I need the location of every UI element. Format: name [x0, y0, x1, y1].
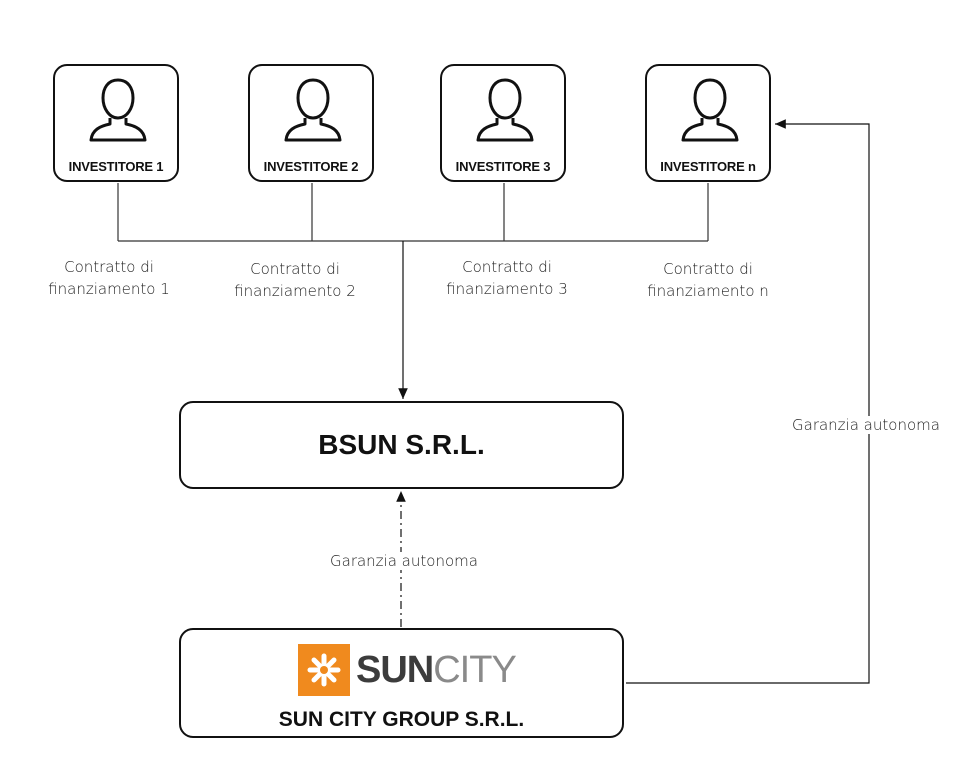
bsun-box: BSUN S.R.L.: [179, 401, 624, 489]
contract-line1: Contratto di: [663, 260, 753, 278]
person-icon: [89, 78, 147, 142]
contract-line1: Contratto di: [462, 258, 552, 276]
contract-line2: finanziamento 3: [446, 280, 568, 298]
contract-line1: Contratto di: [64, 258, 154, 276]
investor-box-n: INVESTITORE n: [645, 64, 771, 182]
bsun-name: BSUN S.R.L.: [318, 429, 485, 460]
investor-box-1: INVESTITORE 1: [53, 64, 179, 182]
logo-word-sun: SUN: [356, 648, 434, 691]
contract-label-2: Contratto di finanziamento 2: [220, 258, 370, 302]
suncity-box: SUNCITY SUN CITY GROUP S.R.L.: [179, 628, 624, 738]
investor-label: INVESTITORE n: [660, 159, 756, 174]
investor-label: INVESTITORE 3: [455, 159, 551, 174]
guarantee-label-bsun: Garanzia autonoma: [330, 552, 478, 570]
suncity-name: SUN CITY GROUP S.R.L.: [278, 708, 525, 731]
contract-line2: finanziamento 2: [234, 282, 356, 300]
suncity-logo-word: SUNCITY: [356, 648, 517, 692]
person-icon: [284, 78, 342, 142]
arrow-guarantee-investor-n: [626, 119, 870, 684]
investor-box-3: INVESTITORE 3: [440, 64, 566, 182]
investor-label: INVESTITORE 1: [68, 159, 164, 174]
contract-line2: finanziamento 1: [48, 280, 170, 298]
contract-line2: finanziamento n: [647, 282, 769, 300]
person-icon: [476, 78, 534, 142]
contract-line1: Contratto di: [250, 260, 340, 278]
sun-burst-icon: [298, 644, 350, 696]
investor-box-2: INVESTITORE 2: [248, 64, 374, 182]
investor-label: INVESTITORE 2: [263, 159, 359, 174]
person-icon: [681, 78, 739, 142]
contract-label-1: Contratto di finanziamento 1: [34, 256, 184, 300]
guarantee-label-investor-n: Garanzia autonoma: [792, 416, 940, 434]
suncity-logo: SUNCITY: [298, 644, 517, 696]
logo-word-city: CITY: [433, 648, 517, 691]
contract-label-n: Contratto di finanziamento n: [633, 258, 783, 302]
contract-label-3: Contratto di finanziamento 3: [432, 256, 582, 300]
